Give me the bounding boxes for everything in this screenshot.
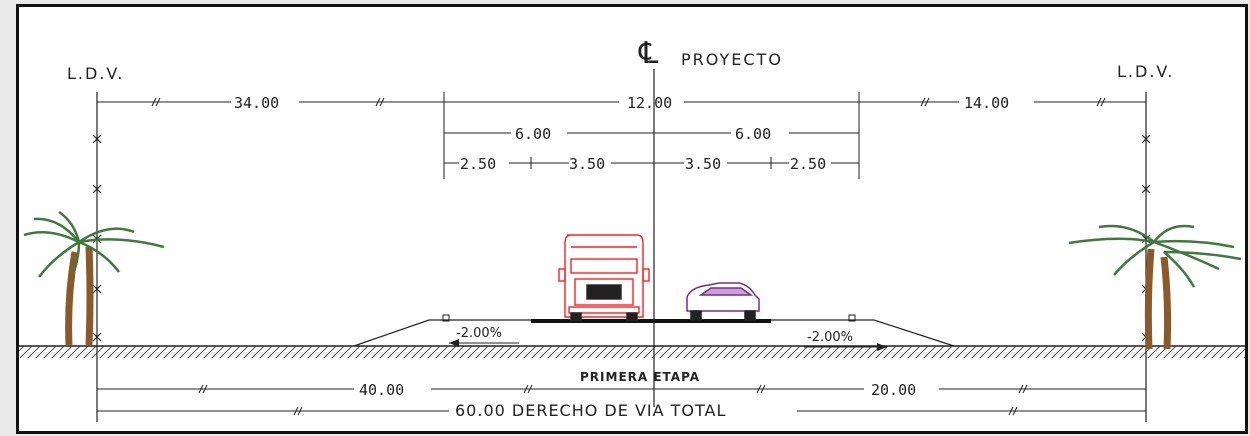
car [686,282,760,321]
dim-half-left: 6.00 [515,125,551,143]
first-stage-label: PRIMERA ETAPA [580,370,700,384]
dim-lane-left: 3.50 [569,155,605,173]
dim-row-right: 20.00 [871,381,916,399]
dim-row-1 [97,92,1146,179]
slope-right-arrowhead [877,343,887,351]
dim-bottom [97,384,1146,416]
ldv-left-label: L.D.V. [67,64,124,83]
dim-right-setback: 14.00 [964,94,1009,112]
slope-right-text: -2.00% [807,330,853,345]
right-marker [848,314,856,322]
cross-section-drawing: -2.00% -2.00% ℄ PROYECTO L.D.V. L.D.V. 3… [16,4,1248,434]
dim-roadway: 12.00 [627,94,672,112]
slope-left-text: -2.00% [456,326,502,341]
dim-half-right: 6.00 [735,125,771,143]
truck [558,234,650,322]
ground-hatch [19,346,1245,358]
dim-left-setback: 34.00 [234,94,279,112]
dim-lane-right: 3.50 [685,155,721,173]
palm-tree-right [1068,224,1242,350]
ldv-right-label: L.D.V. [1117,62,1174,81]
dim-row-3 [444,157,859,169]
fence-marks [92,134,1151,342]
slope-left-arrowhead [449,339,459,347]
centerline-symbol: ℄ [638,36,658,71]
dim-row-left: 40.00 [359,381,404,399]
dim-shoulder-left: 2.50 [460,155,496,173]
drawing-canvas: -2.00% -2.00% ℄ PROYECTO L.D.V. L.D.V. 3… [19,36,1245,422]
total-row-label: 60.00 DERECHO DE VIA TOTAL [455,401,726,420]
palm-tree-left [23,210,165,346]
left-marker [442,314,450,322]
centerline-label: PROYECTO [681,50,783,69]
dim-shoulder-right: 2.50 [790,155,826,173]
